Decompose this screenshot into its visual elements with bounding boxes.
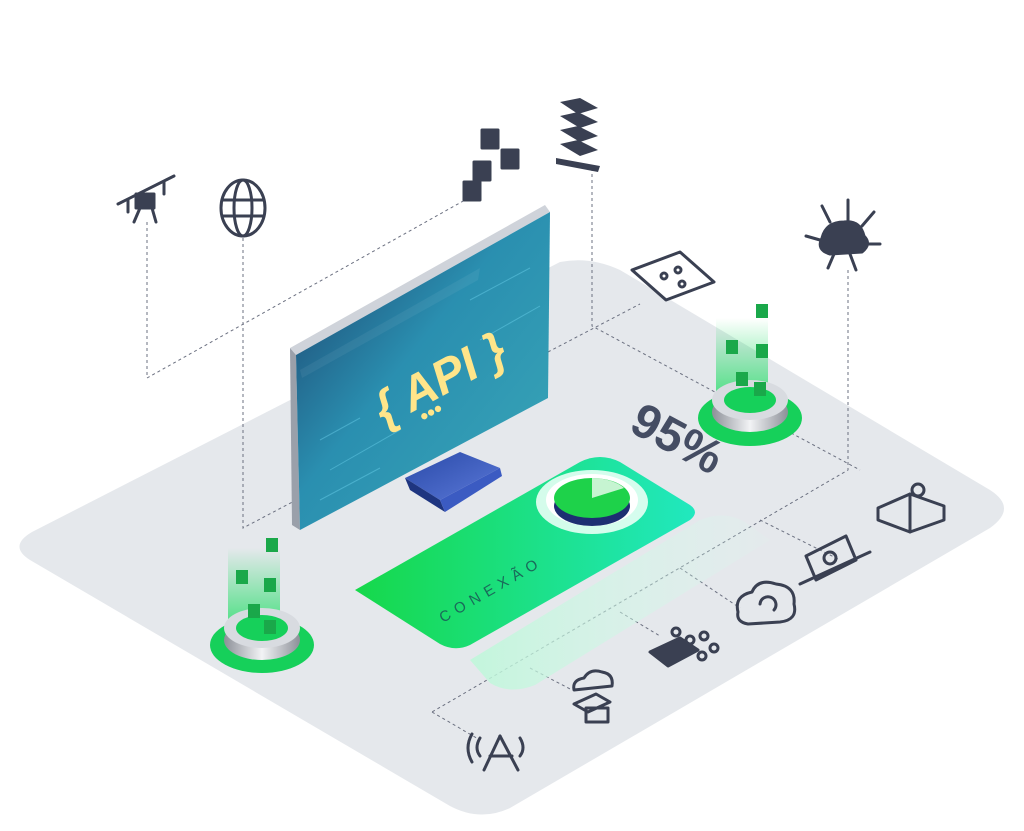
grid-network-icon	[648, 626, 720, 668]
cloud-chip-icon	[804, 198, 882, 272]
right-data-cubes	[726, 304, 768, 396]
globe-icon	[219, 178, 267, 238]
screen-circuit-lines	[319, 267, 541, 501]
server-icon	[556, 98, 600, 172]
phone-diagram-icon	[630, 250, 716, 302]
left-data-cubes	[236, 538, 278, 634]
monitor: { API } •••	[290, 205, 550, 530]
progress-pie	[536, 470, 648, 534]
antenna-tower-icon	[466, 732, 525, 772]
cloud-sync-icon	[735, 580, 797, 626]
blockchain-icon	[462, 128, 520, 202]
right-pedestal	[698, 304, 802, 446]
conexao-bar-trail	[470, 515, 770, 690]
monitor-stand	[405, 452, 502, 512]
left-pedestal	[210, 538, 314, 673]
laptop-globe-icon	[798, 534, 872, 586]
cloud-devices-icon	[572, 669, 614, 724]
map-icon	[876, 482, 946, 534]
drone-icon	[116, 174, 176, 224]
